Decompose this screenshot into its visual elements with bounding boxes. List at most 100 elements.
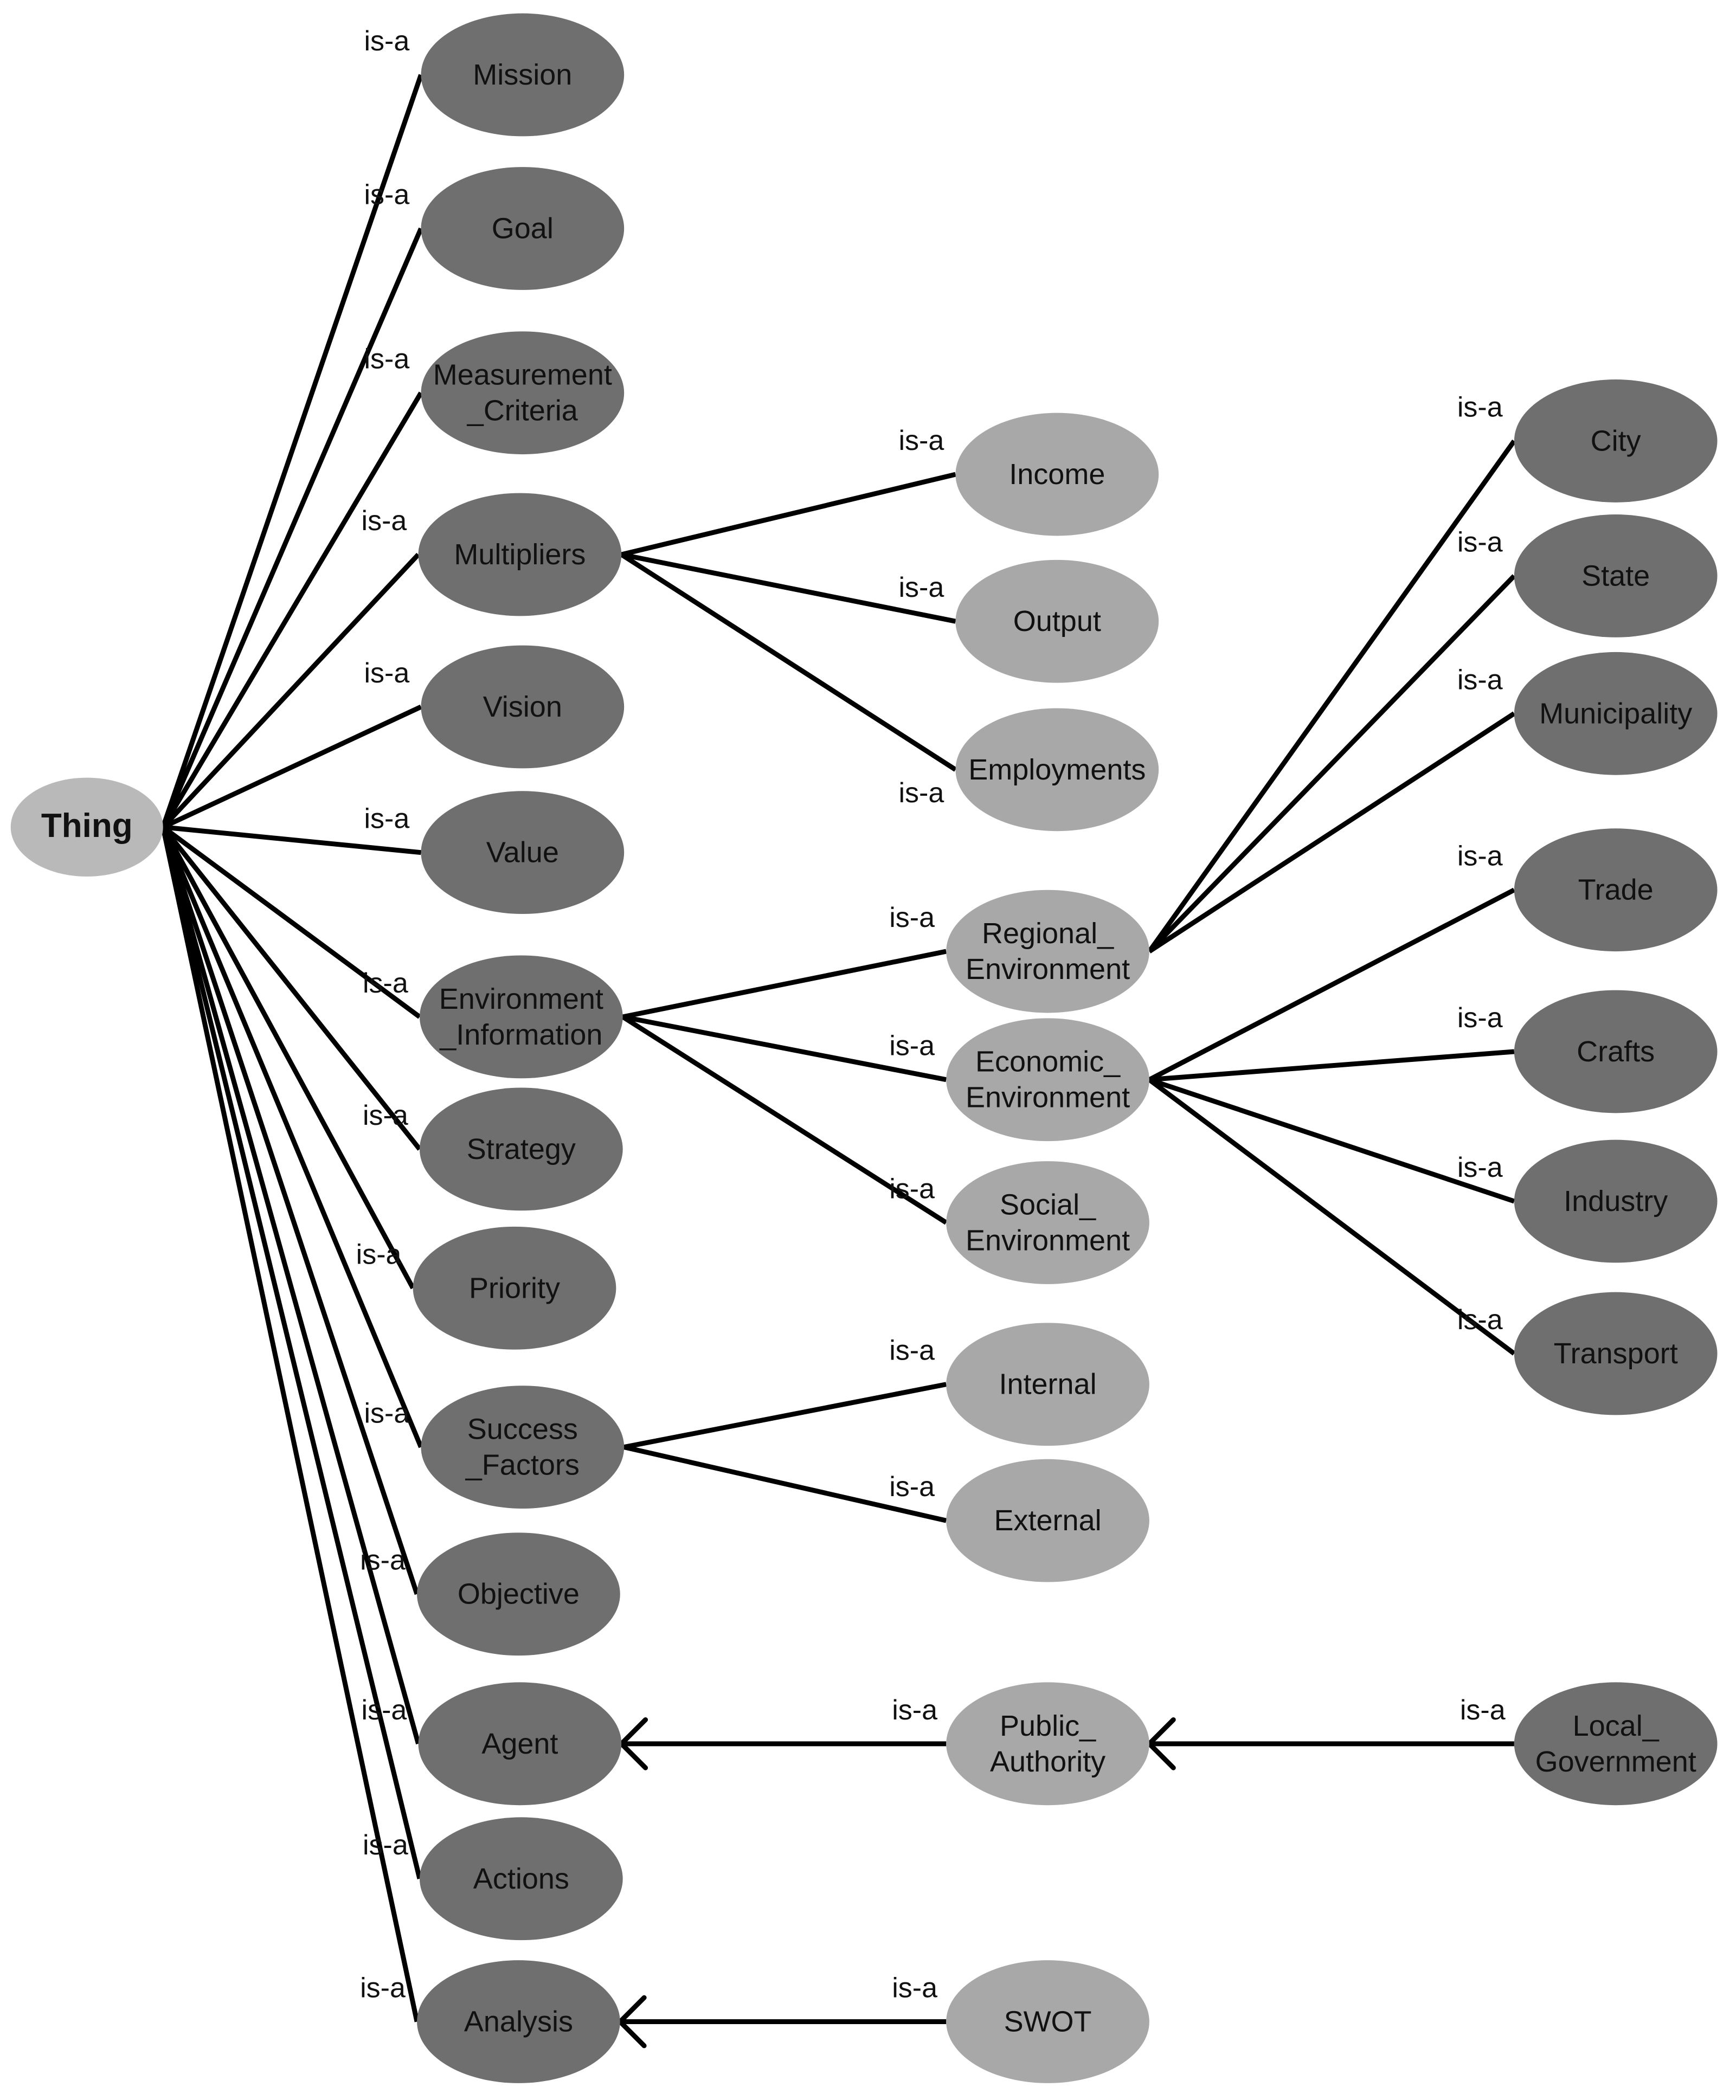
edge-label-is-a: is-a [364,25,409,57]
node-label: Authority [990,1745,1105,1778]
edge-label-is-a: is-a [898,572,944,603]
edge-label-is-a: is-a [362,1695,407,1726]
edge-label-is-a: is-a [898,425,944,456]
node-label: Vision [483,691,562,723]
nodes-layer: ThingMissionGoalMeasurement_CriteriaMult… [10,13,1718,2083]
node-label: Thing [41,807,133,845]
node-label: Environment [439,983,603,1015]
edge-success_factors-to-external [623,1445,947,1523]
edge-label-is-a: is-a [360,1545,406,1576]
node-label: Industry [1564,1185,1668,1218]
node-vision: Vision [421,645,625,769]
edge-thing-to-analysis [160,826,420,2022]
node-strategy: Strategy [420,1087,623,1211]
node-goal: Goal [421,167,625,290]
node-label: Output [1013,605,1101,637]
node-label: Internal [999,1368,1096,1401]
node-label: Priority [469,1272,560,1304]
node-label: Local_ [1573,1710,1660,1742]
edge-economic_environment-to-trade [1148,887,1515,1082]
node-ellipse [1514,1292,1718,1415]
node-ellipse [946,1960,1149,2083]
edge-label-is-a: is-a [356,1239,402,1270]
node-success-factors: Success_Factors [421,1386,625,1509]
node-label: Goal [492,212,554,245]
edges-layer [160,74,1516,2049]
edge-label-is-a: is-a [363,1100,408,1131]
edge-label-is-a: is-a [1457,1152,1503,1183]
edge-thing-to-agent [160,826,421,1745]
node-ellipse [946,1018,1149,1142]
node-label: _Factors [465,1449,580,1481]
edge-label-is-a: is-a [360,1973,406,2004]
edge-thing-to-objective [160,826,420,1595]
edge-thing-to-strategy [161,826,422,1151]
node-label: Environment [966,1224,1130,1257]
edge-label-is-a: is-a [1457,526,1503,558]
node-ellipse [1514,990,1718,1113]
edge-label-is-a: is-a [364,658,409,689]
edge-multipliers-to-employments [620,552,957,772]
edge-label-is-a: is-a [362,505,407,537]
node-regional-environment: Regional_Environment [946,890,1149,1013]
edge-environment_information-to-regional_environment [622,949,947,1020]
node-municipality: Municipality [1514,652,1718,775]
node-label: Public_ [1000,1710,1096,1742]
node-label: Regional_ [982,917,1114,950]
node-agent: Agent [418,1682,622,1806]
node-industry: Industry [1514,1139,1718,1263]
node-ellipse [1514,379,1718,503]
node-internal: Internal [946,1323,1149,1446]
node-ellipse [10,777,163,877]
node-ellipse [421,645,625,769]
node-external: External [946,1459,1149,1582]
node-ellipse [1514,652,1718,775]
node-label: Agent [481,1728,558,1760]
node-actions: Actions [420,1817,623,1941]
edge-label-is-a: is-a [1457,664,1503,695]
node-ellipse [946,1682,1149,1806]
node-ellipse [946,1459,1149,1582]
edge-thing-to-actions [160,826,422,1879]
edge-thing-to-environment_information [162,825,421,1019]
node-label: Social_ [1000,1188,1096,1221]
edge-label-is-a: is-a [1457,1304,1503,1336]
node-label: SWOT [1004,2006,1092,2038]
node-label: External [994,1504,1102,1537]
edge-label-is-a: is-a [364,803,409,835]
node-public-authority: Public_Authority [946,1682,1149,1806]
node-multipliers: Multipliers [418,493,622,616]
node-ellipse [417,1532,620,1656]
node-city: City [1514,379,1718,503]
node-label: Trade [1578,874,1654,906]
node-label: Municipality [1539,697,1692,730]
node-ellipse [946,1323,1149,1446]
edge-environment_information-to-economic_environment [622,1014,947,1083]
node-label: Value [486,836,559,869]
edge-thing-to-multipliers [161,552,420,829]
node-transport: Transport [1514,1292,1718,1415]
node-ellipse [421,13,625,137]
edge-regional_environment-to-state [1147,574,1516,954]
node-ellipse [955,708,1159,832]
edge-label-is-a: is-a [364,1398,409,1429]
edge-economic_environment-to-transport [1148,1078,1516,1356]
node-label: Environment [966,1081,1130,1114]
edge-success_factors-to-internal [623,1382,947,1450]
edge-thing-to-goal [160,227,423,828]
node-ellipse [413,1226,616,1350]
edge-label-is-a: is-a [889,1335,935,1367]
node-label: Mission [473,59,572,91]
node-label: Crafts [1577,1035,1655,1068]
node-ellipse [955,413,1159,536]
node-label: State [1581,559,1650,592]
node-label: Actions [473,1863,569,1895]
node-swot: SWOT [946,1960,1149,2083]
node-ellipse [421,167,625,290]
edge-label-is-a: is-a [889,1471,935,1503]
edge-label-is-a: is-a [1457,1002,1503,1034]
edge-label-is-a: is-a [1457,841,1503,872]
node-label: _Information [439,1019,602,1051]
